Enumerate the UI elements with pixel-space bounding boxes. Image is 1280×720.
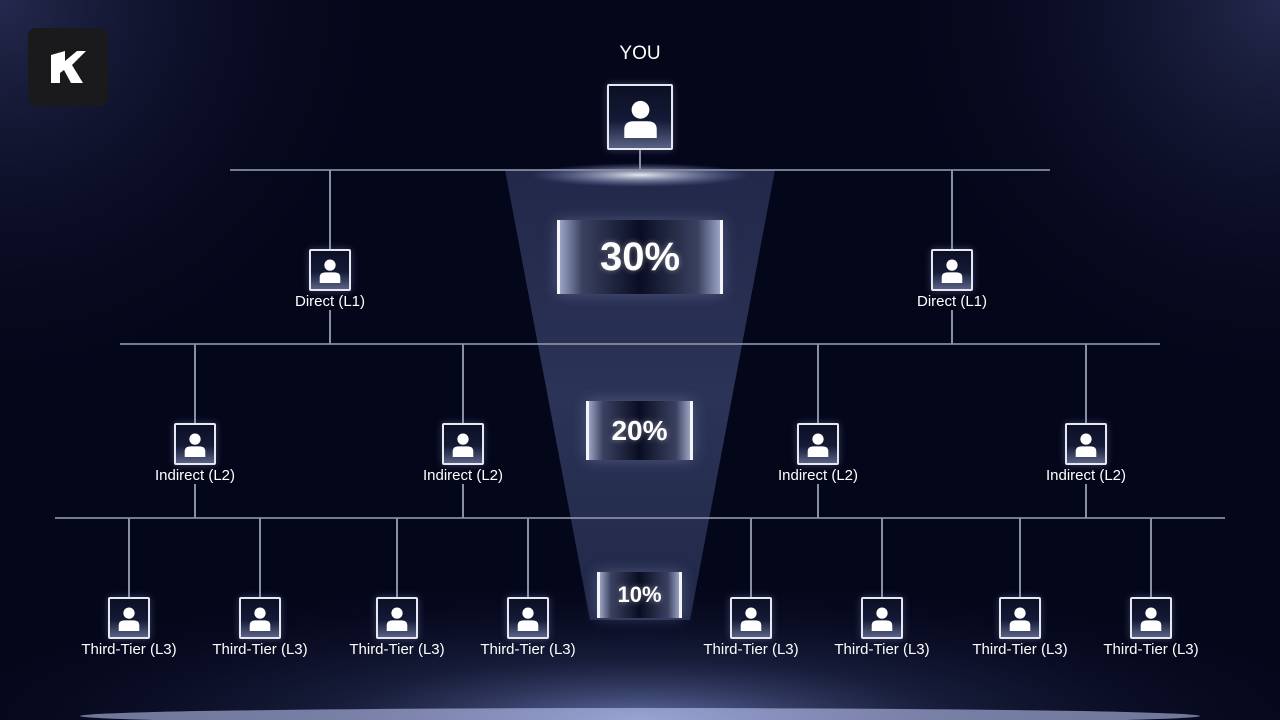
user-icon [1140, 607, 1162, 631]
level-l3-node-label: Third-Tier (L3) [212, 640, 308, 658]
user-icon [807, 433, 829, 457]
level-l2-node-label: Indirect (L2) [1045, 466, 1127, 484]
user-icon [319, 259, 341, 283]
commission-badge-l2: 20% [586, 401, 693, 460]
user-icon [1075, 433, 1097, 457]
level-l3-node-avatar[interactable] [861, 597, 903, 639]
level-l3-node-avatar[interactable] [730, 597, 772, 639]
root-label: YOU [619, 43, 661, 64]
level-l2-node-label: Indirect (L2) [777, 466, 859, 484]
user-icon [740, 607, 762, 631]
level-l3-node-label: Third-Tier (L3) [349, 640, 445, 658]
level-l3-node-avatar[interactable] [108, 597, 150, 639]
level-l3-node-label: Third-Tier (L3) [1103, 640, 1199, 658]
user-icon [386, 607, 408, 631]
user-icon [118, 607, 140, 631]
level-l2-node-avatar[interactable] [1065, 423, 1107, 465]
level-l1-node-avatar[interactable] [931, 249, 973, 291]
user-icon [452, 433, 474, 457]
level-l1-node-label: Direct (L1) [916, 292, 988, 310]
level-l3-node-avatar[interactable] [1130, 597, 1172, 639]
brand-logo[interactable] [28, 28, 108, 106]
level-l3-node-label: Third-Tier (L3) [972, 640, 1068, 658]
user-icon [871, 607, 893, 631]
user-icon [184, 433, 206, 457]
level-l2-node-avatar[interactable] [174, 423, 216, 465]
user-icon [1009, 607, 1031, 631]
level-l2-node-avatar[interactable] [797, 423, 839, 465]
user-icon [623, 100, 657, 138]
user-icon [517, 607, 539, 631]
level-l3-node-avatar[interactable] [239, 597, 281, 639]
user-icon [941, 259, 963, 283]
level-l3-node-label: Third-Tier (L3) [81, 640, 177, 658]
root-avatar[interactable] [607, 84, 673, 150]
k-logo-icon [51, 51, 86, 83]
commission-badge-l3: 10% [597, 572, 682, 618]
level-l1-node-avatar[interactable] [309, 249, 351, 291]
level-l1-node-label: Direct (L1) [294, 292, 366, 310]
level-l3-node-avatar[interactable] [507, 597, 549, 639]
level-l2-node-label: Indirect (L2) [154, 466, 236, 484]
level-l3-node-label: Third-Tier (L3) [703, 640, 799, 658]
level-l3-node-avatar[interactable] [999, 597, 1041, 639]
commission-badge-l1: 30% [557, 220, 723, 294]
level-l2-node-label: Indirect (L2) [422, 466, 504, 484]
level-l2-node-avatar[interactable] [442, 423, 484, 465]
level-l3-node-avatar[interactable] [376, 597, 418, 639]
level-l3-node-label: Third-Tier (L3) [480, 640, 576, 658]
user-icon [249, 607, 271, 631]
level-l3-node-label: Third-Tier (L3) [834, 640, 930, 658]
